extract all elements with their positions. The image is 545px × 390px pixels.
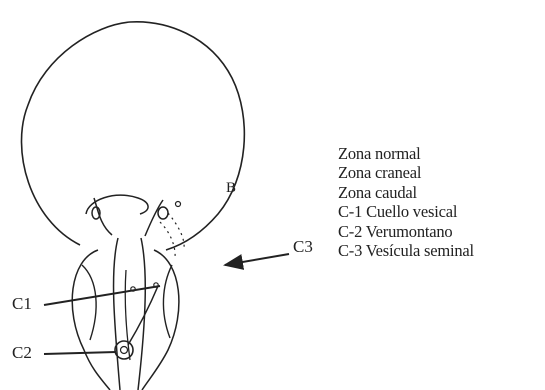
label-c1: C1 <box>12 295 32 313</box>
label-c3: C3 <box>293 238 313 256</box>
legend-item-c2: C-2 Verumontano <box>338 222 474 241</box>
c2-pointer-line <box>44 352 116 354</box>
c3-pointer-line <box>225 254 289 265</box>
legend-item-c3: C-3 Vesícula seminal <box>338 241 474 260</box>
label-c2: C2 <box>12 344 32 362</box>
urethra-left <box>114 238 120 390</box>
zone-boundary-right <box>163 265 172 338</box>
diagram-legend: Zona normal Zona craneal Zona caudal C-1… <box>338 144 474 260</box>
legend-item-c1: C-1 Cuello vesical <box>338 202 474 221</box>
prostate-outline-left <box>72 250 110 390</box>
small-circle-upper <box>176 202 181 207</box>
c1-pointer-line <box>44 286 160 305</box>
legend-item-zona-caudal: Zona caudal <box>338 183 474 202</box>
verumontanum-inner <box>121 347 128 354</box>
label-b: B <box>226 179 236 197</box>
verumontanum-circle <box>115 341 133 359</box>
legend-item-zona-craneal: Zona craneal <box>338 163 474 182</box>
seminal-vesicle-dotted <box>160 213 184 258</box>
ureter-left <box>94 198 112 235</box>
legend-item-zona-normal: Zona normal <box>338 144 474 163</box>
orifice-right <box>158 207 168 219</box>
bladder-outline <box>21 22 244 250</box>
urethra-right <box>138 238 145 390</box>
prostate-outline-right <box>142 250 179 390</box>
zone-boundary <box>82 265 96 340</box>
